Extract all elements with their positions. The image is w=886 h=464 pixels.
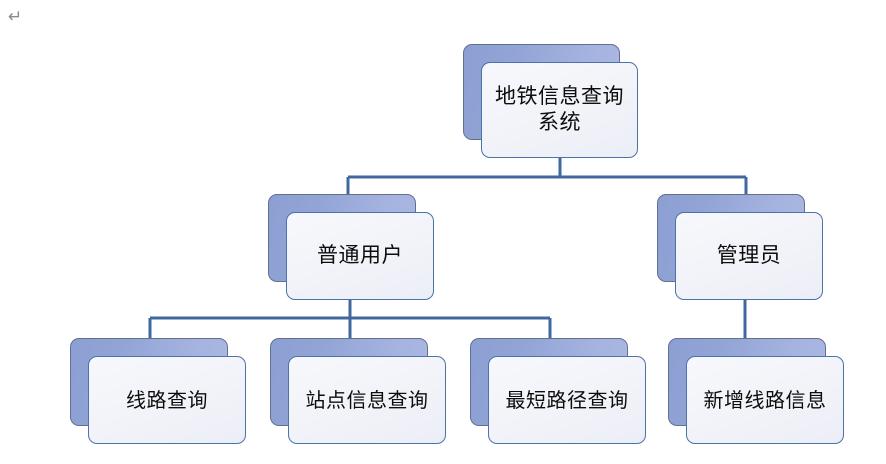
node-label: 站点信息查询 [305, 387, 429, 412]
node-front-plate: 最短路径查询 [488, 356, 646, 444]
node-label: 管理员 [716, 243, 782, 268]
node-label: 地铁信息查询系统 [495, 84, 624, 134]
node-station-info-query[interactable]: 站点信息查询 [270, 338, 446, 444]
node-front-plate: 普通用户 [286, 212, 434, 300]
node-label: 线路查询 [126, 387, 208, 412]
node-normal-user[interactable]: 普通用户 [268, 194, 434, 300]
node-administrator[interactable]: 管理员 [657, 194, 823, 300]
node-label: 最短路径查询 [505, 387, 629, 412]
node-front-plate: 站点信息查询 [288, 356, 446, 444]
node-front-plate: 管理员 [675, 212, 823, 300]
node-front-plate: 地铁信息查询系统 [481, 62, 638, 158]
node-label: 普通用户 [317, 243, 403, 268]
node-line-query[interactable]: 线路查询 [70, 338, 246, 444]
node-front-plate: 线路查询 [88, 356, 246, 444]
node-front-plate: 新增线路信息 [686, 356, 844, 444]
paragraph-mark-icon: ↵ [8, 7, 23, 27]
node-root[interactable]: 地铁信息查询系统 [463, 44, 638, 158]
node-label: 新增线路信息 [703, 387, 827, 412]
node-add-line-info[interactable]: 新增线路信息 [668, 338, 844, 444]
node-shortest-path-query[interactable]: 最短路径查询 [470, 338, 646, 444]
